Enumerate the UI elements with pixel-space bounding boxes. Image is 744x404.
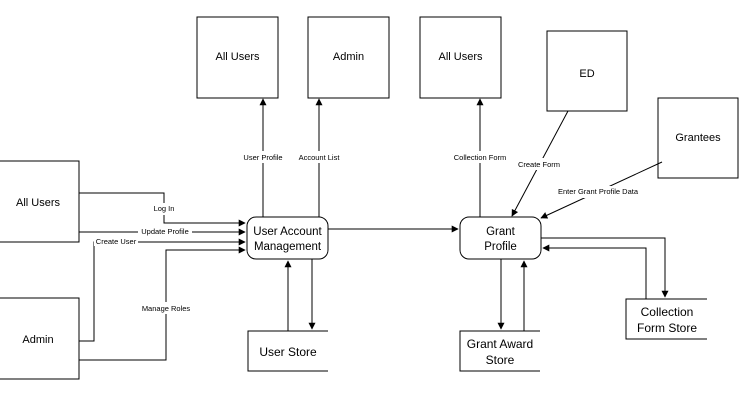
flow-create-user-arrow xyxy=(79,238,246,342)
store-collection-form-store: Collection Form Store xyxy=(625,298,707,340)
store-label-line-1: Grant Award xyxy=(467,337,533,351)
process-label-line-2: Profile xyxy=(484,241,517,253)
process-label-line-2: Management xyxy=(254,241,322,253)
store-label: User Store xyxy=(259,345,317,359)
store-label-line-1: Collection xyxy=(641,305,694,319)
flow-grant-profile-to-collection-store-arrow xyxy=(541,237,669,298)
process-grant-profile: Grant Profile xyxy=(459,216,542,260)
entity-grantees: Grantees xyxy=(657,97,739,179)
flow-label-manage-roles: Manage Roles xyxy=(142,304,191,313)
entity-admin-left: Admin xyxy=(0,297,80,380)
flow-label-bg xyxy=(139,302,193,314)
flow-label-bg xyxy=(240,151,286,163)
entity-ed: ED xyxy=(546,30,628,112)
flow-label-update-profile: Update Profile xyxy=(141,227,189,236)
flow-label-user-profile: User Profile xyxy=(243,153,282,162)
flow-label-collection-form: Collection Form xyxy=(454,153,507,162)
flow-label-bg xyxy=(514,158,564,170)
flow-label-bg xyxy=(150,203,178,215)
store-user-store: User Store xyxy=(247,330,328,372)
flow-label-bg xyxy=(138,226,192,236)
entity-label: All Users xyxy=(16,197,61,209)
entity-all-users-top-2: All Users xyxy=(419,16,502,99)
process-label-line-1: Grant xyxy=(486,226,516,238)
entity-all-users-top-1: All Users xyxy=(196,16,279,99)
entity-label: Admin xyxy=(333,51,364,63)
entity-label: All Users xyxy=(215,51,260,63)
flow-label-create-user: Create User xyxy=(96,237,137,246)
flow-collection-store-to-grant-profile-arrow xyxy=(542,244,647,299)
flow-label-bg xyxy=(296,151,342,163)
entity-all-users-left: All Users xyxy=(0,160,80,243)
flow-label-bg xyxy=(552,186,644,198)
flow-label-bg xyxy=(94,236,138,246)
process-label-line-1: User Account xyxy=(253,226,322,238)
flow-label-enter-grant-profile-data: Enter Grant Profile Data xyxy=(558,187,639,196)
store-label-line-2: Store xyxy=(486,353,515,367)
entity-label: Grantees xyxy=(675,132,721,144)
entity-admin-top: Admin xyxy=(307,16,390,99)
flow-label-account-list: Account List xyxy=(299,153,341,162)
entity-label: ED xyxy=(579,68,594,80)
flow-label-create-form: Create Form xyxy=(518,160,560,169)
flow-label-bg xyxy=(450,151,510,163)
process-user-account-management: User Account Management xyxy=(246,216,329,260)
entity-label: All Users xyxy=(438,51,483,63)
flow-label-log-in: Log In xyxy=(154,204,175,213)
store-label-line-2: Form Store xyxy=(637,321,697,335)
store-grant-award-store: Grant Award Store xyxy=(459,330,540,372)
entity-label: Admin xyxy=(22,334,53,346)
